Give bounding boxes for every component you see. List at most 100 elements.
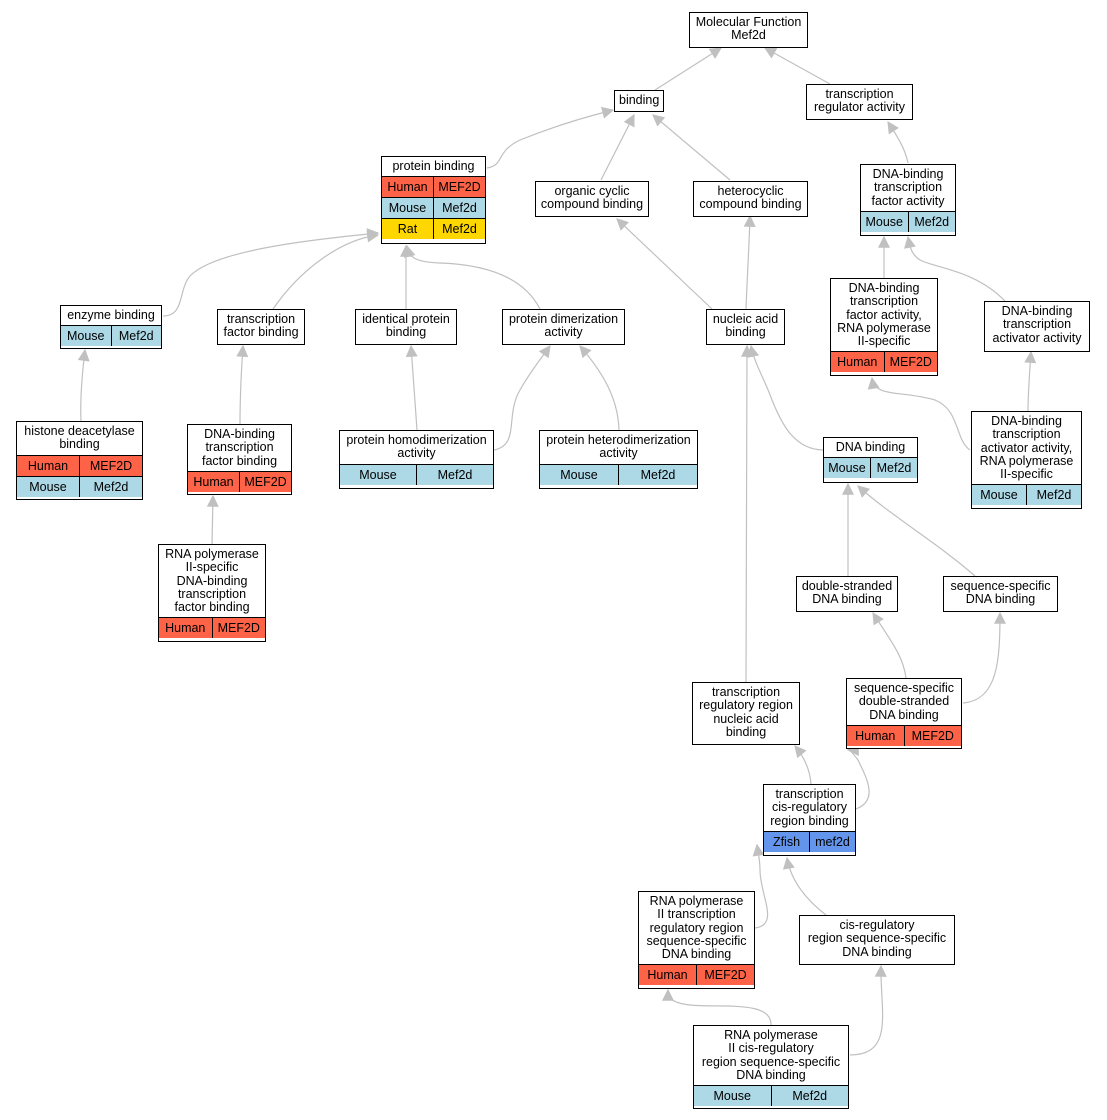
go-term-node-nucleic[interactable]: nucleic acid binding <box>706 309 785 345</box>
edge-ssdna-to-dna-binding <box>857 485 976 577</box>
go-term-node-heterocyclic[interactable]: heterocyclic compound binding <box>693 181 808 217</box>
go-term-label: DNA-binding transcription activator acti… <box>979 414 1074 482</box>
species-cell: Human <box>837 355 878 370</box>
gene-cell: MEF2D <box>79 455 142 476</box>
go-term-node-dbtfb[interactable]: DNA-binding transcription factor binding… <box>187 424 292 495</box>
gene-cell: Mef2d <box>618 464 697 485</box>
edge-dna-binding-to-nucleic <box>747 344 825 451</box>
go-term-node-ssdna[interactable]: sequence-specific DNA binding <box>943 576 1058 612</box>
go-term-node-mf[interactable]: Molecular Function Mef2d <box>689 12 808 48</box>
go-term-node-tra[interactable]: transcription regulator activity <box>806 84 913 120</box>
go-term-node-cis-ss[interactable]: cis-regulatory region sequence-specific … <box>799 915 955 965</box>
go-term-node-dimerization[interactable]: protein dimerization activity <box>502 309 625 345</box>
go-term-node-dbtaa-rnap[interactable]: DNA-binding transcription activator acti… <box>971 411 1082 509</box>
go-term-node-trr[interactable]: transcription regulatory region nucleic … <box>692 682 800 745</box>
go-term-label: enzyme binding <box>67 308 155 322</box>
go-term-node-organic[interactable]: organic cyclic compound binding <box>535 181 649 217</box>
edge-nucleic-to-heterocyclic <box>743 214 756 310</box>
edge-enzyme-to-protein-binding <box>162 228 380 317</box>
gene-cell: MEF2D <box>239 471 291 492</box>
edge-ssds-to-ssdna <box>962 611 1006 704</box>
edge-dimerization-to-protein-binding <box>403 244 541 310</box>
edge-dbtfa-to-tra <box>887 120 909 164</box>
edge-rnap-cis-to-rnap-trr <box>662 988 772 1026</box>
gene-cell: Mef2d <box>433 198 485 219</box>
go-term-label: protein heterodimerization activity <box>546 433 691 461</box>
go-term-node-rnap-dbtfb[interactable]: RNA polymerase II-specific DNA-binding t… <box>158 544 266 642</box>
go-term-node-dbtaa[interactable]: DNA-binding transcription activator acti… <box>984 301 1090 352</box>
go-term-label: double-stranded DNA binding <box>801 579 893 607</box>
go-term-label: protein dimerization activity <box>508 312 619 340</box>
species-row: Mouse Mef2d <box>972 484 1081 506</box>
go-term-node-tcis[interactable]: transcription cis-regulatory region bind… <box>763 784 856 856</box>
gene-cell: Mef2d <box>1026 485 1081 506</box>
go-term-node-rnap-trr[interactable]: RNA polymerase II transcription regulato… <box>638 891 755 989</box>
go-term-node-identical[interactable]: identical protein binding <box>355 309 457 345</box>
gene-cell: Mef2d <box>79 476 142 497</box>
edge-tcis-to-ssds <box>846 744 870 810</box>
go-term-node-dsdna[interactable]: double-stranded DNA binding <box>796 576 898 612</box>
go-term-node-rnap-cis[interactable]: RNA polymerase II cis-regulatory region … <box>693 1025 849 1109</box>
go-term-label: transcription factor binding <box>223 312 299 340</box>
go-term-node-dbtfa-rnap[interactable]: DNA-binding transcription factor activit… <box>830 278 938 376</box>
gene-cell: Mef2d <box>416 464 493 485</box>
go-term-label: transcription cis-regulatory region bind… <box>770 787 849 828</box>
species-cell: Mouse <box>828 461 866 476</box>
species-cell: Human <box>855 728 896 743</box>
go-term-label: histone deacetylase binding <box>24 424 135 452</box>
edge-heterocyclic-to-binding <box>652 114 731 181</box>
go-term-node-tfb[interactable]: transcription factor binding <box>217 309 305 345</box>
species-cell: Mouse <box>980 488 1018 503</box>
edge-histone-to-enzyme <box>77 348 90 422</box>
go-term-label: transcription regulator activity <box>813 87 905 115</box>
edge-ssds-to-dsdna <box>872 611 907 679</box>
edge-trr-to-nucleic <box>740 344 753 683</box>
edge-protein-binding-to-binding <box>486 106 615 169</box>
go-term-label: cis-regulatory region sequence-specific … <box>807 918 947 959</box>
species-cell: Human <box>647 968 688 983</box>
species-row: Human MEF2D <box>188 470 291 492</box>
go-term-label: RNA polymerase II cis-regulatory region … <box>701 1028 841 1082</box>
species-cell: Mouse <box>865 214 904 229</box>
gene-cell: MEF2D <box>883 352 938 373</box>
go-term-node-binding[interactable]: binding <box>614 90 664 112</box>
edge-dbtaa-rnap-to-dbtfa-rnap <box>867 376 971 451</box>
species-cell: Mouse <box>388 201 427 216</box>
go-term-label: RNA polymerase II transcription regulato… <box>646 894 747 962</box>
edge-binding-to-mf <box>654 47 723 91</box>
species-row: Mouse Mef2d <box>824 457 917 479</box>
gene-cell: MEF2D <box>211 618 266 639</box>
gene-cell: mef2d <box>809 831 855 852</box>
species-cell: Human <box>193 474 234 489</box>
gene-cell: Mef2d <box>870 458 917 479</box>
go-term-label: protein binding <box>392 159 475 173</box>
species-row: Zfish mef2d <box>764 830 855 852</box>
edge-tfb-to-protein-binding <box>272 230 380 310</box>
go-term-node-dbtfa[interactable]: DNA-binding transcription factor activit… <box>860 164 956 236</box>
go-term-label: RNA polymerase II-specific DNA-binding t… <box>165 547 259 615</box>
edge-rnap-dbtfb-to-dbtfb <box>206 494 219 545</box>
edge-dbtaa-rnap-to-dbtaa <box>1024 350 1037 412</box>
go-term-label: nucleic acid binding <box>712 312 779 340</box>
species-cell: Zfish <box>772 834 801 849</box>
go-term-node-ssds[interactable]: sequence-specific double-stranded DNA bi… <box>846 678 962 749</box>
edge-homodim-to-dimerization <box>493 345 551 451</box>
species-cell: Human <box>387 180 428 195</box>
species-cell: Mouse <box>359 467 397 482</box>
edge-tcis-to-trr <box>794 745 812 785</box>
